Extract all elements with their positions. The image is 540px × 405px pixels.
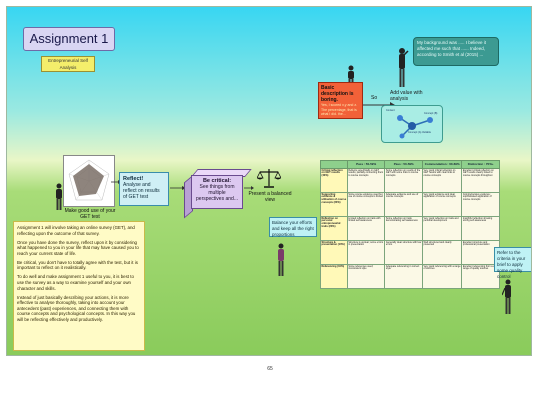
- table-row: Structure & presentation (10%) Structure…: [320, 240, 500, 265]
- rubric-criterion: Structure & presentation (10%): [320, 240, 348, 265]
- rubric-cell: Well structured and clearly presented: [421, 240, 463, 265]
- basic-description-box: Basic description is boring. Yes, I scor…: [318, 82, 363, 119]
- reflect-title: Reflect!: [123, 176, 144, 182]
- rubric-header-row: Pass : 50-59% Pass : 50-59% Commendation…: [320, 160, 500, 169]
- radar-caption: Make good use of your GET test: [64, 208, 116, 220]
- table-row: Supporting evidence & utilisation of cou…: [320, 192, 500, 217]
- marking-rubric-table: Pass : 50-59% Pass : 50-59% Commendation…: [320, 160, 500, 289]
- rubric-cell: Excellent critical reflection on GET res…: [461, 168, 500, 193]
- arrow-right-icon: [244, 186, 254, 190]
- background-note: My background was ..... I believe it aff…: [413, 37, 499, 66]
- table-row: Critical reflection on GET results (40%)…: [320, 168, 500, 193]
- analysis-diagram: Content Concept (A) Variable Concept (B): [381, 105, 443, 143]
- critical-text: See things from multiple perspectives an…: [196, 184, 238, 202]
- rubric-cell: Some references used; inconsistent style: [346, 264, 386, 289]
- page-number: 65: [267, 366, 273, 372]
- person-figure-left: [56, 183, 62, 210]
- critical-box: Be critical: See things from multiple pe…: [191, 175, 243, 209]
- rubric-cell: Some reflection on traits demonstrating …: [384, 216, 423, 241]
- person-figure-top: [399, 48, 409, 87]
- rubric-cell: Adequate referencing in correct style: [384, 264, 423, 289]
- rubric-cell: Very good referencing with a range of so…: [421, 264, 463, 289]
- rubric-cell: Excellent referencing from a wide range …: [461, 264, 500, 289]
- get-results-chart: [63, 155, 115, 207]
- rubric-cell: Some reflection on results of the GET wi…: [384, 168, 423, 193]
- rubric-cell: Adequate evidence and use of course conc…: [384, 192, 423, 217]
- rubric-cell: Generally clear structure with few error…: [384, 240, 423, 265]
- rubric-cell: Very good critical reflection on GET res…: [421, 168, 463, 193]
- rubric-cell: Reflects superficially on GET results; p…: [346, 168, 386, 193]
- node-label-concept-a: Concept (A) Variable: [408, 131, 432, 134]
- rubric-header: [320, 160, 348, 169]
- critical-title: Be critical:: [202, 178, 232, 184]
- table-row: Referencing (10%) Some references used; …: [320, 264, 500, 289]
- rubric-cell: Excellent structure and professional pre…: [461, 240, 500, 265]
- person-figure-middle: [278, 243, 284, 276]
- concept-map-icon: [397, 115, 433, 139]
- rubric-header: Pass : 50-59%: [346, 160, 386, 169]
- intro-paragraph: Be critical, you don't have to totally a…: [17, 259, 138, 271]
- balance-scale-icon: [257, 169, 281, 188]
- basic-description-text: Yes, I scored x,y and z. The percentage,…: [321, 103, 358, 116]
- person-figure-right: [502, 279, 511, 314]
- balanced-view-label: Present a balanced view: [248, 191, 292, 203]
- intro-paragraph: Assignment 1 will involve taking an onli…: [17, 225, 135, 236]
- reflect-box: Reflect! Analyse and reflect on results …: [119, 172, 169, 206]
- rubric-cell: Very good evidence and clear application…: [421, 192, 463, 217]
- diagram-slide: Assignment 1 Entrepreneurial Self Analys…: [6, 6, 532, 356]
- rubric-criterion: Critical reflection on GET results (40%): [320, 168, 348, 193]
- assignment-intro-box: Assignment 1 will involve taking an onli…: [13, 221, 145, 351]
- rubric-cell: Very good reflection on traits and perso…: [421, 216, 463, 241]
- intro-paragraph: To do well and make assignment 1 useful …: [17, 274, 134, 291]
- table-row: Reflection on personal entrepreneurial t…: [320, 216, 500, 241]
- rubric-header: Distinction : 70%+: [461, 160, 500, 169]
- radar-chart-icon: [68, 159, 110, 201]
- rubric-cell: Comprehensive evidence; sophisticated ap…: [461, 192, 500, 217]
- rubric-criterion: Supporting evidence & utilisation of cou…: [320, 192, 348, 217]
- rubric-criterion: Reflection on personal entrepreneurial t…: [320, 216, 348, 241]
- rubric-criterion: Referencing (10%): [320, 264, 348, 289]
- reflect-text: Analyse and reflect on results of GET te…: [123, 182, 160, 200]
- intro-paragraph: Once you have done the survey, reflect u…: [17, 239, 139, 256]
- rubric-header: Pass : 50-59%: [384, 160, 423, 169]
- rubric-cell: Some course evidence used but use of cou…: [346, 192, 386, 217]
- node-label-concept-b: Concept (B): [424, 112, 438, 115]
- assignment-title: Assignment 1: [23, 27, 115, 51]
- assignment-subtitle: Entrepreneurial Self Analysis: [41, 56, 95, 72]
- node-label-content: Content: [386, 109, 395, 112]
- basic-description-title: Basic description is boring.: [321, 85, 354, 103]
- rubric-cell: Limited reflection on traits with limite…: [346, 216, 386, 241]
- rubric-header: Commendation : 60-69%: [421, 160, 463, 169]
- rubric-cell: Insightful reflection showing strong sel…: [461, 216, 500, 241]
- rubric-cell: Structure is unclear; some errors in pre…: [346, 240, 386, 265]
- criteria-box: Refer to the criteria in your brief to a…: [494, 247, 531, 279]
- so-label: So: [371, 95, 378, 101]
- intro-paragraph: Instead of just basically describing you…: [17, 294, 136, 322]
- add-value-label: Add value with analysis: [390, 90, 423, 102]
- balance-efforts-box: Balance your efforts and keep all the ri…: [269, 217, 317, 237]
